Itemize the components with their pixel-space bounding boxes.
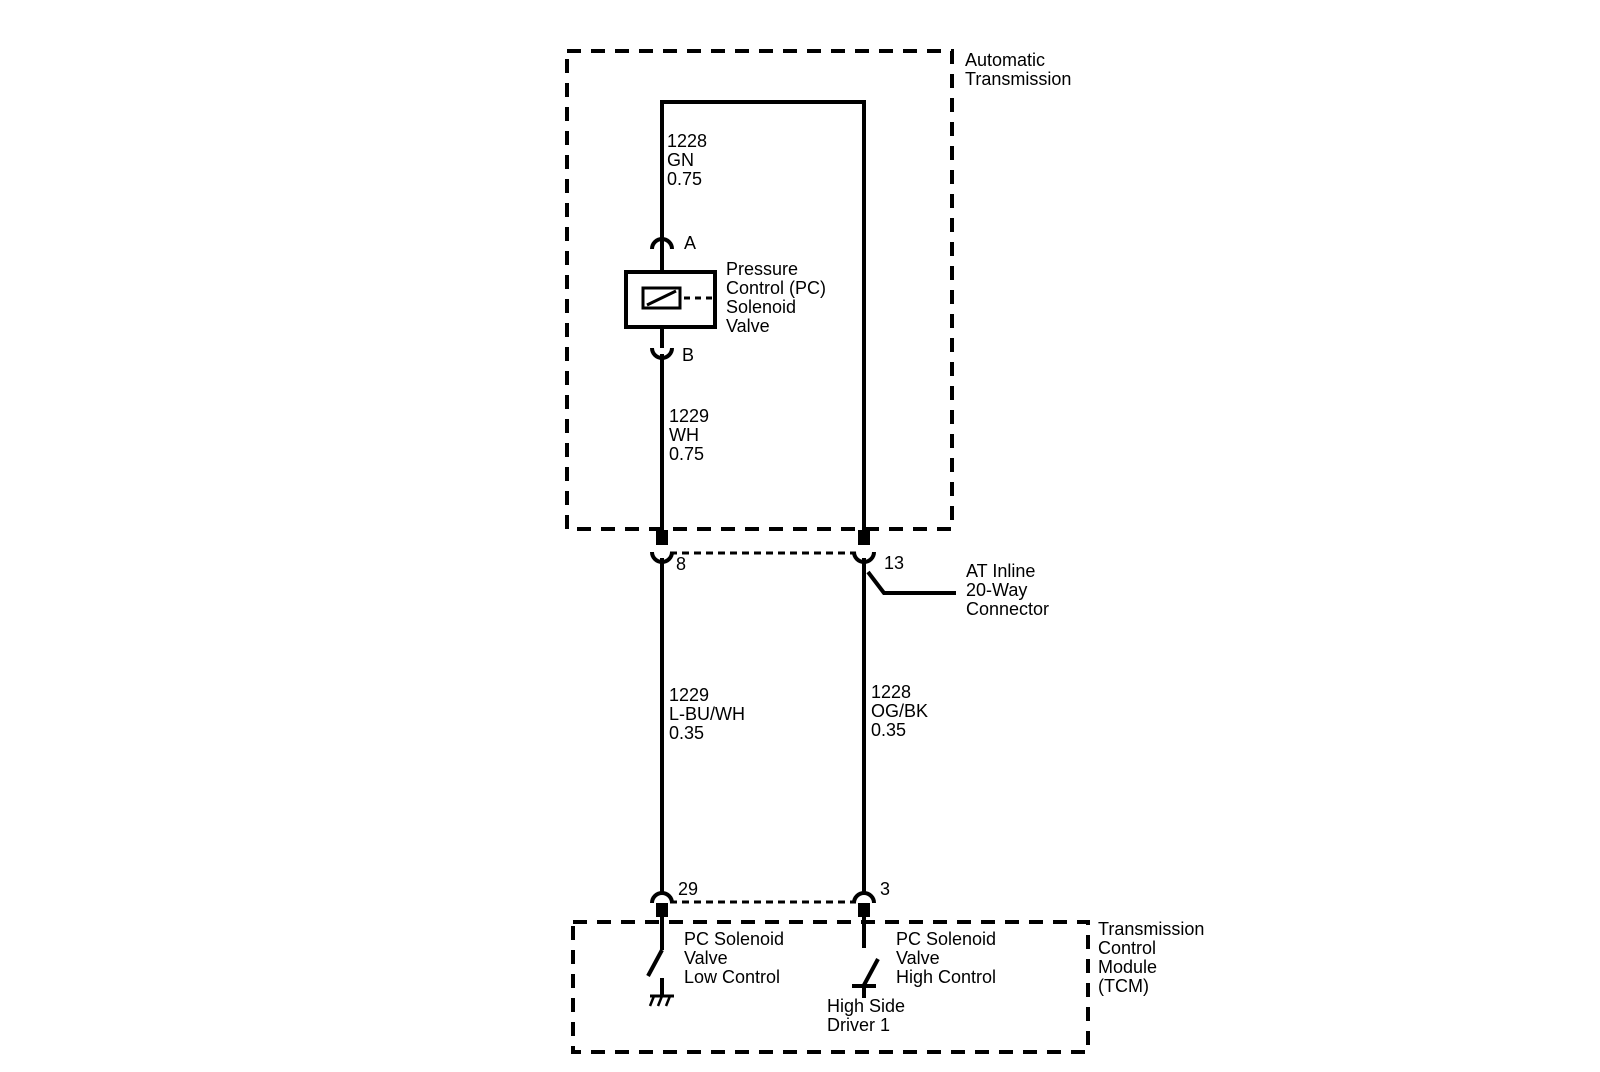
high-control-label: PC Solenoid Valve High Control	[896, 929, 1001, 987]
high-side-driver-label: High Side Driver 1	[827, 996, 910, 1035]
wire-1228-og-bk-label: 1228 OG/BK 0.35	[871, 682, 933, 740]
low-control-label: PC Solenoid Valve Low Control	[684, 929, 789, 987]
tcm-boundary	[571, 920, 1090, 1054]
inline-pin-8-terminal	[656, 530, 668, 545]
inline-connector-label: AT Inline 20-Way Connector	[966, 561, 1049, 619]
inline-connector-leader	[866, 570, 956, 595]
tcm-label: Transmission Control Module (TCM)	[1098, 919, 1209, 996]
tcm-pin-3-terminal	[858, 903, 870, 917]
solenoid-pin-b-label: B	[682, 345, 694, 365]
tcm-pin-29-label: 29	[678, 879, 698, 899]
ground-icon	[648, 994, 674, 1007]
tcm-pin-3-connector	[852, 891, 876, 904]
solenoid-pin-a-label: A	[684, 233, 696, 253]
automatic-transmission-boundary	[565, 49, 954, 531]
inline-pin-13-label: 13	[884, 553, 904, 573]
inline-pin-13-terminal	[858, 530, 870, 545]
wire-1229-lbu-wh-label: 1229 L-BU/WH 0.35	[669, 685, 750, 743]
tcm-pin-29-connector	[650, 891, 674, 904]
inline-pin-8-label: 8	[676, 554, 686, 574]
solenoid-valve-box	[624, 270, 717, 329]
high-control-switch-icon	[862, 958, 880, 986]
tcm-pin-3-label: 3	[880, 879, 890, 899]
tcm-pin-29-terminal	[656, 903, 668, 917]
low-control-switch-icon	[646, 949, 664, 977]
automatic-transmission-label: Automatic Transmission	[965, 50, 1071, 89]
solenoid-coil-icon	[641, 286, 682, 310]
solenoid-valve-label: Pressure Control (PC) Solenoid Valve	[726, 259, 831, 336]
wire-1228-top-loop	[660, 100, 866, 530]
solenoid-pin-a-connector	[650, 237, 674, 250]
solenoid-coil-slash	[646, 289, 677, 307]
wire-1229-wh-label: 1229 WH 0.75	[669, 406, 714, 464]
wire-1228-gn-label: 1228 GN 0.75	[667, 131, 712, 189]
